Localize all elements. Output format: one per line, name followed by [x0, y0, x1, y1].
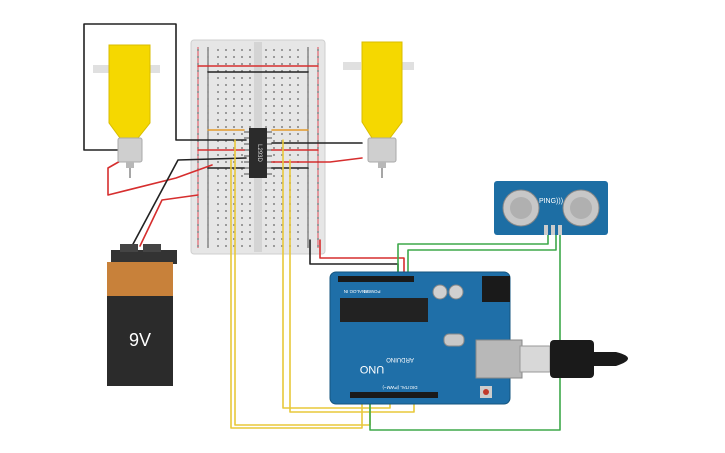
arduino-digital-label: DIGITAL (PWM~)	[382, 385, 417, 390]
ultrasonic-sensor[interactable]: PING)))	[494, 181, 608, 235]
driver-ic[interactable]: L293D	[244, 128, 272, 178]
battery-label: 9V	[129, 330, 151, 350]
sensor-label: PING)))	[539, 198, 563, 205]
arduino-power-label: POWER	[363, 289, 381, 294]
arduino-brand: ARDUINO	[386, 356, 414, 362]
left-motor[interactable]	[93, 44, 160, 178]
arduino-analog-label: ANALOG IN	[344, 289, 369, 294]
arduino-uno[interactable]: POWER ANALOG IN DIGITAL (PWM~) ARDUINO U…	[329, 271, 523, 405]
breadboard-holes	[197, 49, 319, 247]
wires	[83, 23, 561, 431]
driver-ic-label: L293D	[256, 144, 262, 162]
battery-9v[interactable]: 9V	[107, 244, 177, 386]
usb-cable	[519, 340, 628, 378]
right-motor[interactable]	[343, 41, 414, 178]
arduino-model: UNO	[359, 363, 384, 375]
